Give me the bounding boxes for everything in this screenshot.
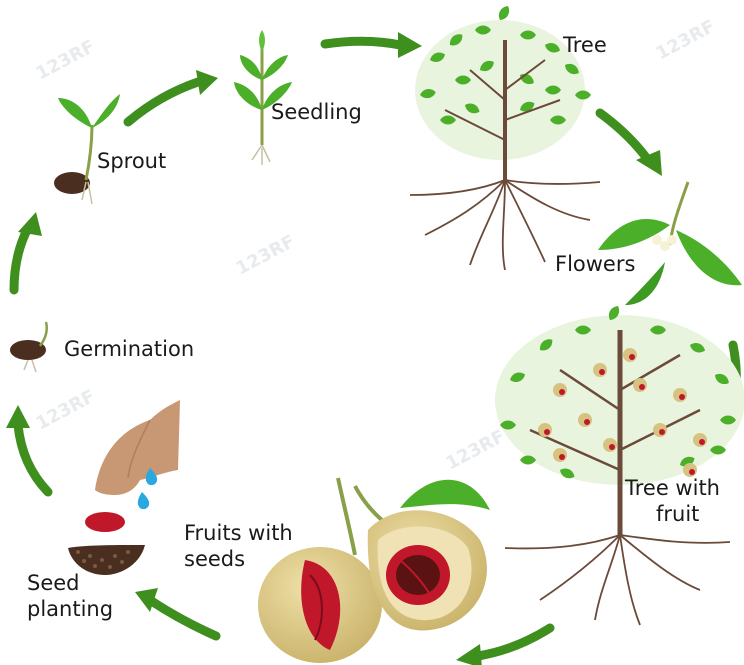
fruits-with-seeds-illustration [258,478,490,663]
arrowhead [456,644,482,665]
label-flowers: Flowers [555,253,635,276]
flowers-illustration [598,182,742,305]
label-fruits-with-seeds-line2: seeds [184,548,245,571]
label-tree: Tree [563,34,607,57]
arrow-sprout-to-seedling [128,82,198,122]
label-fruits-with-seeds-line1: Fruits with [184,522,293,545]
seedling-illustration [234,30,292,165]
arrowhead [398,32,422,58]
label-tree-with-fruit-line1: Tree with [625,477,720,500]
label-seedling: Seedling [271,101,362,124]
watermark: 123RF [32,36,98,84]
label-sprout: Sprout [97,150,166,173]
germination-illustration [10,322,47,372]
seed-planting-illustration [68,400,180,575]
label-tree-with-fruit-line2: fruit [656,503,699,526]
watermark: 123RF [652,16,718,64]
arrow-tree-to-flowers [600,113,648,160]
arrow-planting-to-germination [18,425,48,492]
watermark: 123RF [232,231,298,279]
watermark: 123RF [442,426,508,474]
fruit-tree-illustration [495,304,744,625]
arrowhead [196,70,218,95]
label-seed-planting-line1: Seed [27,572,80,595]
arrow-fruits-to-planting [150,600,216,636]
watermark: 123RF [32,386,98,434]
water-drop [138,492,149,509]
label-germination: Germination [64,338,194,361]
label-seed-planting-line2: planting [27,598,113,621]
arrowhead [6,405,30,428]
fruit-tree-roots [505,535,730,625]
arrowhead [18,212,42,236]
arrow-germination-to-sprout [14,228,28,290]
arrow-fruit-tree-to-fruits [478,628,550,656]
arrow-seedling-to-tree [325,41,400,45]
